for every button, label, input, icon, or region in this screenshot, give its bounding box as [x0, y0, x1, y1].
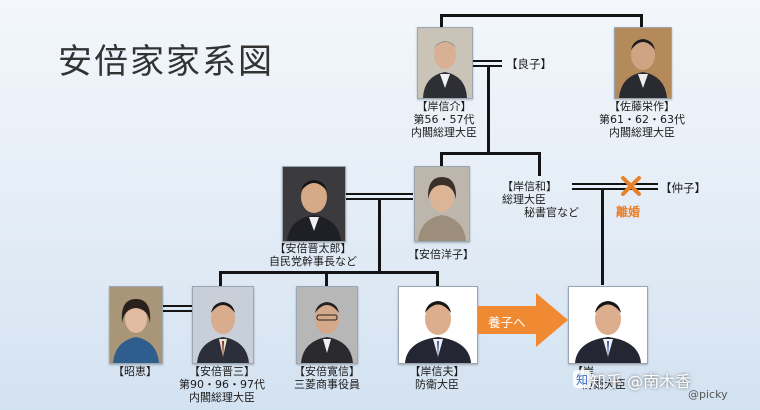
- svg-text:知: 知: [576, 373, 588, 387]
- photo-sato-eisaku: [614, 27, 672, 99]
- photo-kishi-adopted: [568, 286, 648, 364]
- divorce-label: 離婚: [616, 205, 641, 219]
- label-kishi-nobuo: 【岸信夫】 防衛大臣: [409, 365, 465, 391]
- arrow-right-icon: [478, 293, 568, 347]
- zhihu-logo-icon: 知: [573, 370, 591, 388]
- label-abe-shintaro: 【安倍晋太郎】 自民党幹事長など: [269, 242, 357, 268]
- label-akie: 【昭恵】: [113, 365, 157, 378]
- page-title: 安倍家家系図: [58, 42, 274, 82]
- watermark-main: 知乎 @南木香: [590, 372, 692, 391]
- label-yoshiko: 【良子】: [506, 57, 552, 71]
- label-kishi-nobukazu: 【岸信和】 総理大臣 秘書官など: [502, 180, 579, 219]
- label-abe-hironobu: 【安倍寛信】 三菱商事役員: [294, 365, 360, 391]
- photo-abe-yoko: [414, 166, 470, 242]
- label-kishi-nobusuke: 【岸信介】 第56・57代 内閣総理大臣: [411, 100, 477, 139]
- photo-abe-shintaro: [282, 166, 346, 242]
- photo-kishi-nobusuke: [417, 27, 473, 99]
- label-abe-shinzo: 【安倍晋三】 第90・96・97代 内閣総理大臣: [179, 365, 265, 404]
- divorce-x-icon: [621, 176, 641, 196]
- adoption-label: 養子へ: [488, 315, 526, 330]
- photo-abe-hironobu: [296, 286, 358, 364]
- photo-akie: [109, 286, 163, 364]
- label-abe-yoko: 【安倍洋子】: [408, 248, 474, 261]
- photo-abe-shinzo: [192, 286, 254, 364]
- label-nakako: 【仲子】: [660, 181, 706, 195]
- photo-kishi-nobuo: [398, 286, 478, 364]
- label-sato-eisaku: 【佐藤栄作】 第61・62・63代 内閣総理大臣: [599, 100, 685, 139]
- watermark-sub: @picky: [688, 388, 728, 401]
